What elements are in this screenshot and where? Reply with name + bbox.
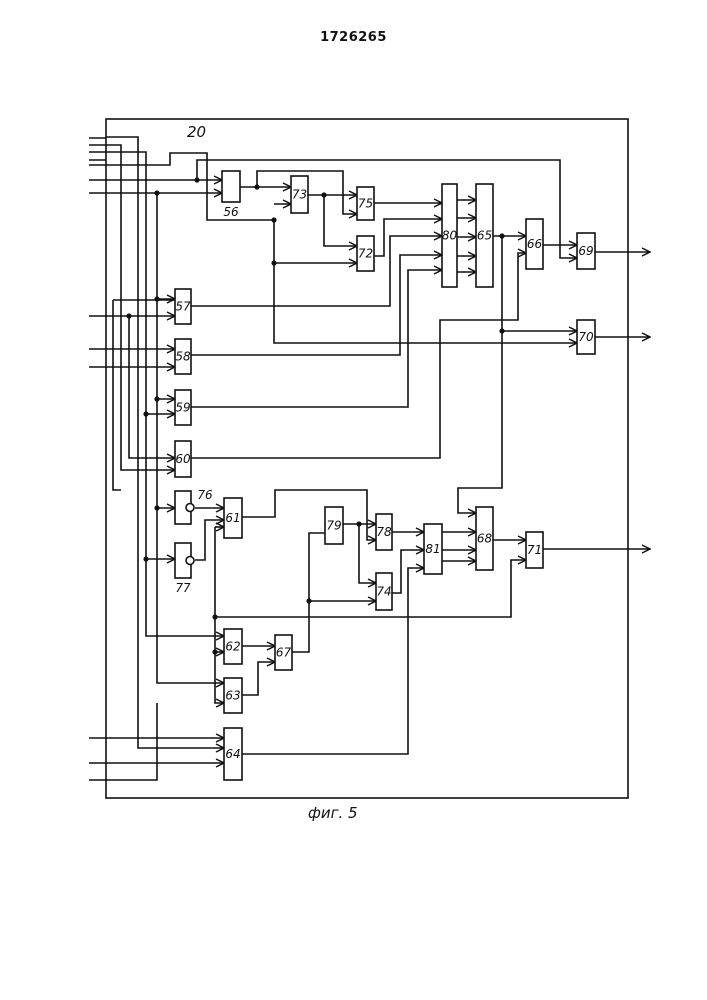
- block-label: 73: [292, 188, 307, 202]
- block-label: 81: [425, 542, 440, 556]
- frame-label: 20: [187, 123, 206, 141]
- block-label: 70: [578, 330, 594, 344]
- junction-dot: [212, 614, 217, 619]
- junction-dot: [271, 217, 276, 222]
- wire: [324, 195, 357, 246]
- figure-caption: фиг. 5: [308, 804, 358, 822]
- block-label: 57: [175, 300, 191, 314]
- inverter-circle-icon: [186, 557, 194, 565]
- wire: [191, 270, 442, 407]
- wire: [89, 153, 577, 343]
- wire: [106, 137, 224, 748]
- block-label: 68: [477, 532, 493, 546]
- block-label: 66: [527, 237, 543, 251]
- junction-dot: [154, 396, 159, 401]
- block-72: 72: [357, 236, 374, 271]
- block-67: 67: [275, 635, 292, 670]
- block-63: 63: [224, 678, 242, 713]
- junction-dot: [271, 260, 276, 265]
- block-73: 73: [291, 176, 308, 213]
- block-label: 65: [477, 229, 492, 243]
- wires: [89, 137, 650, 780]
- junction-dot: [143, 556, 148, 561]
- wire: [197, 160, 577, 258]
- block-66: 66: [526, 219, 543, 269]
- junction-dot: [499, 328, 504, 333]
- block-56: 56: [222, 171, 240, 219]
- block-label: 59: [175, 401, 190, 415]
- block-body: [222, 171, 240, 202]
- block-58: 58: [175, 339, 191, 374]
- inverter-circle-icon: [186, 504, 194, 512]
- block-label: 78: [376, 525, 392, 539]
- block-label: 76: [197, 488, 213, 502]
- block-61: 61: [224, 498, 242, 538]
- block-label: 67: [276, 646, 292, 660]
- wire: [292, 533, 325, 652]
- junction-dot: [154, 505, 159, 510]
- junction-dot: [254, 184, 259, 189]
- wire: [157, 193, 175, 299]
- wire: [374, 219, 442, 256]
- wire: [191, 236, 442, 306]
- block-68: 68: [476, 507, 493, 570]
- wire: [191, 255, 442, 355]
- block-79: 79: [325, 507, 343, 544]
- junction-dot: [194, 177, 199, 182]
- wire: [195, 520, 224, 560]
- block-label: 79: [326, 519, 341, 533]
- block-81: 81: [424, 524, 442, 574]
- block-label: 64: [225, 747, 240, 761]
- block-78: 78: [376, 514, 392, 550]
- block-60: 60: [175, 441, 191, 477]
- block-59: 59: [175, 390, 191, 425]
- blocks: 56 73 75 72 80 65 66 69 70 57 58 59 60 76 77 61 79 78 74 81…: [175, 171, 595, 780]
- block-label: 60: [175, 452, 191, 466]
- block-74: 74: [376, 573, 392, 610]
- junction-dot: [154, 190, 159, 195]
- block-62: 62: [224, 629, 242, 664]
- junction-dot: [306, 598, 311, 603]
- junction-dot: [143, 411, 148, 416]
- wire: [89, 703, 157, 780]
- wire: [113, 300, 121, 490]
- wire: [129, 316, 175, 458]
- block-label: 80: [442, 229, 458, 243]
- block-label: 58: [175, 350, 191, 364]
- block-71: 71: [526, 532, 543, 568]
- block-label: 63: [225, 689, 240, 703]
- block-69: 69: [577, 233, 595, 269]
- block-label: 75: [358, 197, 373, 211]
- block-77: 77: [175, 543, 194, 595]
- junction-dot: [356, 521, 361, 526]
- block-70: 70: [577, 320, 595, 354]
- wire: [242, 568, 424, 754]
- block-80: 80: [442, 184, 458, 287]
- block-label: 71: [527, 543, 542, 557]
- junction-dot: [321, 192, 326, 197]
- block-label: 74: [376, 585, 391, 599]
- wire: [106, 152, 224, 636]
- block-label: 69: [578, 244, 593, 258]
- wire: [242, 662, 275, 695]
- block-label: 77: [175, 581, 191, 595]
- block-64: 64: [224, 728, 242, 780]
- block-75: 75: [357, 187, 374, 220]
- junction-dot: [154, 296, 159, 301]
- junction-dot: [499, 233, 504, 238]
- block-76: 76: [175, 488, 213, 524]
- junction-dot: [126, 313, 131, 318]
- block-57: 57: [175, 289, 191, 324]
- block-65: 65: [476, 184, 493, 287]
- junction-dot: [212, 649, 217, 654]
- block-label: 61: [225, 511, 240, 525]
- block-label: 62: [225, 640, 240, 654]
- block-label: 56: [223, 205, 239, 219]
- block-label: 72: [358, 247, 373, 261]
